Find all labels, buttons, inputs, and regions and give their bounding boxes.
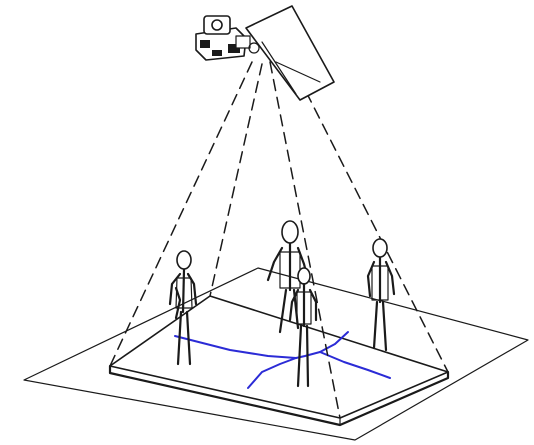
camera-detail-1	[200, 40, 210, 48]
partition-line-3	[248, 358, 296, 388]
ground-plane-outline	[24, 268, 528, 440]
camera-detail-3	[212, 50, 222, 56]
camera-icon	[196, 16, 259, 60]
person-figure	[290, 268, 316, 386]
camera-top	[204, 16, 230, 34]
person-figure	[368, 239, 394, 350]
camera-lens-housing	[236, 36, 250, 48]
ground-plane	[24, 268, 528, 440]
person-figure	[170, 251, 196, 364]
voronoi-partition	[175, 332, 390, 388]
frustum-edge-back	[210, 64, 262, 296]
partition-line-2	[296, 332, 348, 358]
partition-line-4	[320, 352, 390, 378]
partition-line-1	[175, 336, 296, 358]
frustum-edge-right	[290, 60, 448, 372]
projector-panel	[246, 6, 334, 100]
floor-region	[110, 296, 448, 425]
